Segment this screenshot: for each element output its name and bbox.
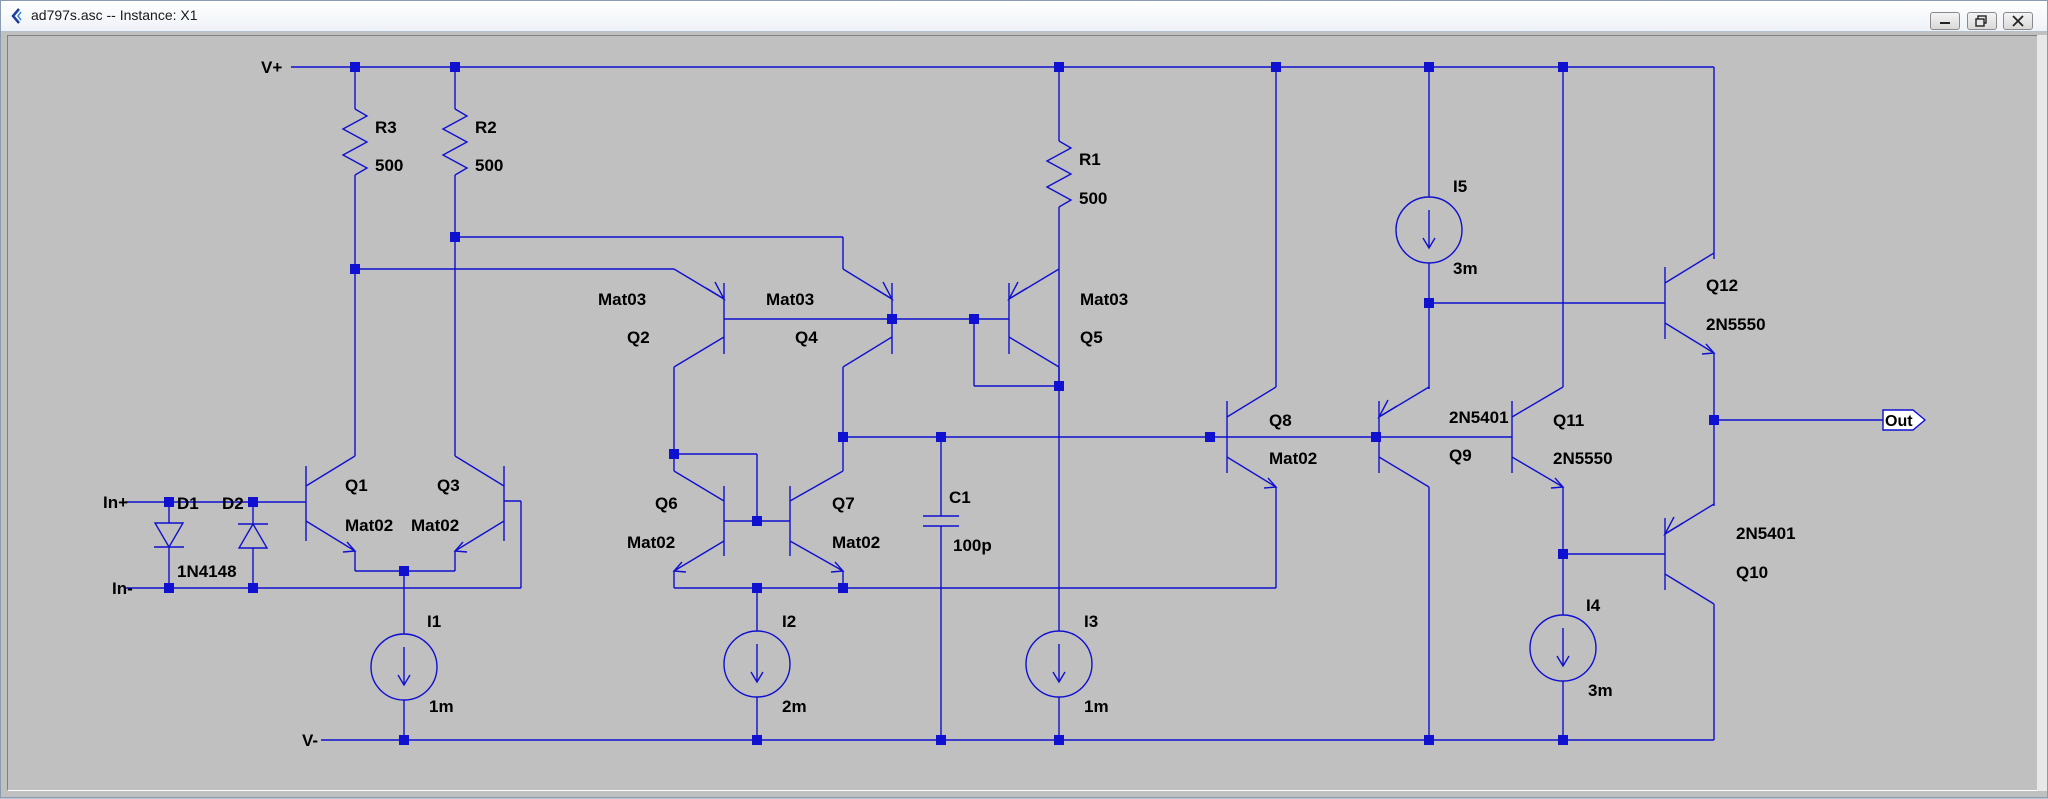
model-Q12: 2N5550 bbox=[1706, 315, 1766, 334]
label-R1: R1 bbox=[1079, 150, 1101, 169]
transistor-Q6[interactable] bbox=[672, 454, 725, 588]
diode-D1[interactable] bbox=[153, 502, 185, 588]
value-I5: 3m bbox=[1453, 259, 1478, 278]
window-title: ad797s.asc -- Instance: X1 bbox=[31, 7, 198, 23]
model-Q4: Mat03 bbox=[766, 290, 814, 309]
current-source-I5[interactable] bbox=[1395, 67, 1463, 389]
transistor-Q5[interactable] bbox=[1007, 268, 1060, 386]
net-label-inn: In- bbox=[112, 579, 133, 598]
net-label-vpos: V+ bbox=[261, 58, 282, 77]
label-Q1: Q1 bbox=[345, 476, 368, 495]
schematic-canvas[interactable] bbox=[7, 35, 2039, 791]
transistor-Q2[interactable] bbox=[673, 268, 726, 454]
value-R3: 500 bbox=[375, 156, 403, 175]
current-source-I4[interactable] bbox=[1529, 554, 1597, 740]
label-R2: R2 bbox=[475, 118, 497, 137]
model-Q2: Mat03 bbox=[598, 290, 646, 309]
capacitor-C1[interactable] bbox=[923, 437, 959, 740]
transistor-Q1[interactable] bbox=[305, 426, 357, 571]
vneg-rail bbox=[321, 606, 1715, 741]
label-Q12: Q12 bbox=[1706, 276, 1738, 295]
model-Q9: 2N5401 bbox=[1449, 408, 1509, 427]
current-source-I1[interactable] bbox=[370, 629, 438, 740]
label-Q9: Q9 bbox=[1449, 446, 1472, 465]
output-port[interactable] bbox=[1714, 409, 1927, 431]
model-Q8: Mat02 bbox=[1269, 449, 1317, 468]
resistor-R3[interactable] bbox=[341, 67, 369, 426]
minimize-button[interactable] bbox=[1930, 12, 1960, 30]
label-Q10: Q10 bbox=[1736, 563, 1768, 582]
restore-button[interactable] bbox=[1967, 12, 1997, 30]
value-I4: 3m bbox=[1588, 681, 1613, 700]
model-Q1: Mat02 bbox=[345, 516, 393, 535]
value-C1: 100p bbox=[953, 536, 992, 555]
close-button[interactable] bbox=[2003, 12, 2033, 30]
value-I1: 1m bbox=[429, 697, 454, 716]
label-I2: I2 bbox=[782, 612, 796, 631]
net-label-inp: In+ bbox=[103, 493, 128, 512]
model-Q6: Mat02 bbox=[627, 533, 675, 552]
transistor-Q12[interactable] bbox=[1664, 252, 1716, 506]
value-R2: 500 bbox=[475, 156, 503, 175]
label-I4: I4 bbox=[1586, 596, 1601, 615]
net-label-out: Out bbox=[1885, 413, 1913, 430]
restore-icon bbox=[1975, 15, 1987, 27]
model-Q3: Mat02 bbox=[411, 516, 459, 535]
transistor-Q11[interactable] bbox=[1511, 67, 1565, 554]
label-D2: D2 bbox=[222, 494, 244, 513]
model-Q10: 2N5401 bbox=[1736, 524, 1796, 543]
net-label-vneg: V- bbox=[302, 731, 318, 750]
transistor-Q3[interactable] bbox=[453, 426, 522, 588]
value-R1: 500 bbox=[1079, 189, 1107, 208]
label-I3: I3 bbox=[1084, 612, 1098, 631]
model-D2: 1N4148 bbox=[177, 562, 237, 581]
model-Q7: Mat02 bbox=[832, 533, 880, 552]
transistor-Q10[interactable] bbox=[1663, 503, 1715, 606]
vertical-scrollbar[interactable] bbox=[2037, 35, 2047, 791]
diode-D2[interactable] bbox=[237, 502, 269, 588]
resistor-R2[interactable] bbox=[441, 67, 469, 426]
label-Q8: Q8 bbox=[1269, 411, 1292, 430]
current-source-I2[interactable] bbox=[723, 588, 791, 740]
ltspice-app-icon bbox=[11, 8, 22, 24]
close-icon bbox=[2012, 15, 2024, 27]
label-Q6: Q6 bbox=[655, 494, 678, 513]
value-I3: 1m bbox=[1084, 697, 1109, 716]
current-source-I3[interactable] bbox=[1025, 263, 1093, 740]
label-Q11: Q11 bbox=[1553, 411, 1584, 430]
transistor-Q8[interactable] bbox=[1210, 67, 1278, 588]
value-I2: 2m bbox=[782, 697, 807, 716]
minimize-icon bbox=[1940, 22, 1950, 24]
label-Q2: Q2 bbox=[627, 328, 650, 347]
transistor-Q9[interactable] bbox=[1377, 386, 1430, 740]
junction-dots bbox=[164, 62, 1719, 745]
label-D1: D1 bbox=[177, 494, 199, 513]
resistor-R1[interactable] bbox=[1045, 67, 1073, 263]
label-I5: I5 bbox=[1453, 177, 1467, 196]
title-bar[interactable]: ad797s.asc -- Instance: X1 bbox=[1, 1, 2047, 32]
label-C1: C1 bbox=[949, 488, 971, 507]
model-Q11: 2N5550 bbox=[1553, 449, 1613, 468]
label-Q4: Q4 bbox=[795, 328, 818, 347]
label-Q7: Q7 bbox=[832, 494, 855, 513]
label-I1: I1 bbox=[427, 612, 441, 631]
label-Q5: Q5 bbox=[1080, 328, 1103, 347]
vpos-rail bbox=[291, 66, 1715, 259]
model-Q5: Mat03 bbox=[1080, 290, 1128, 309]
label-Q3: Q3 bbox=[437, 476, 460, 495]
label-R3: R3 bbox=[375, 118, 397, 137]
transistor-Q4[interactable] bbox=[842, 268, 894, 437]
